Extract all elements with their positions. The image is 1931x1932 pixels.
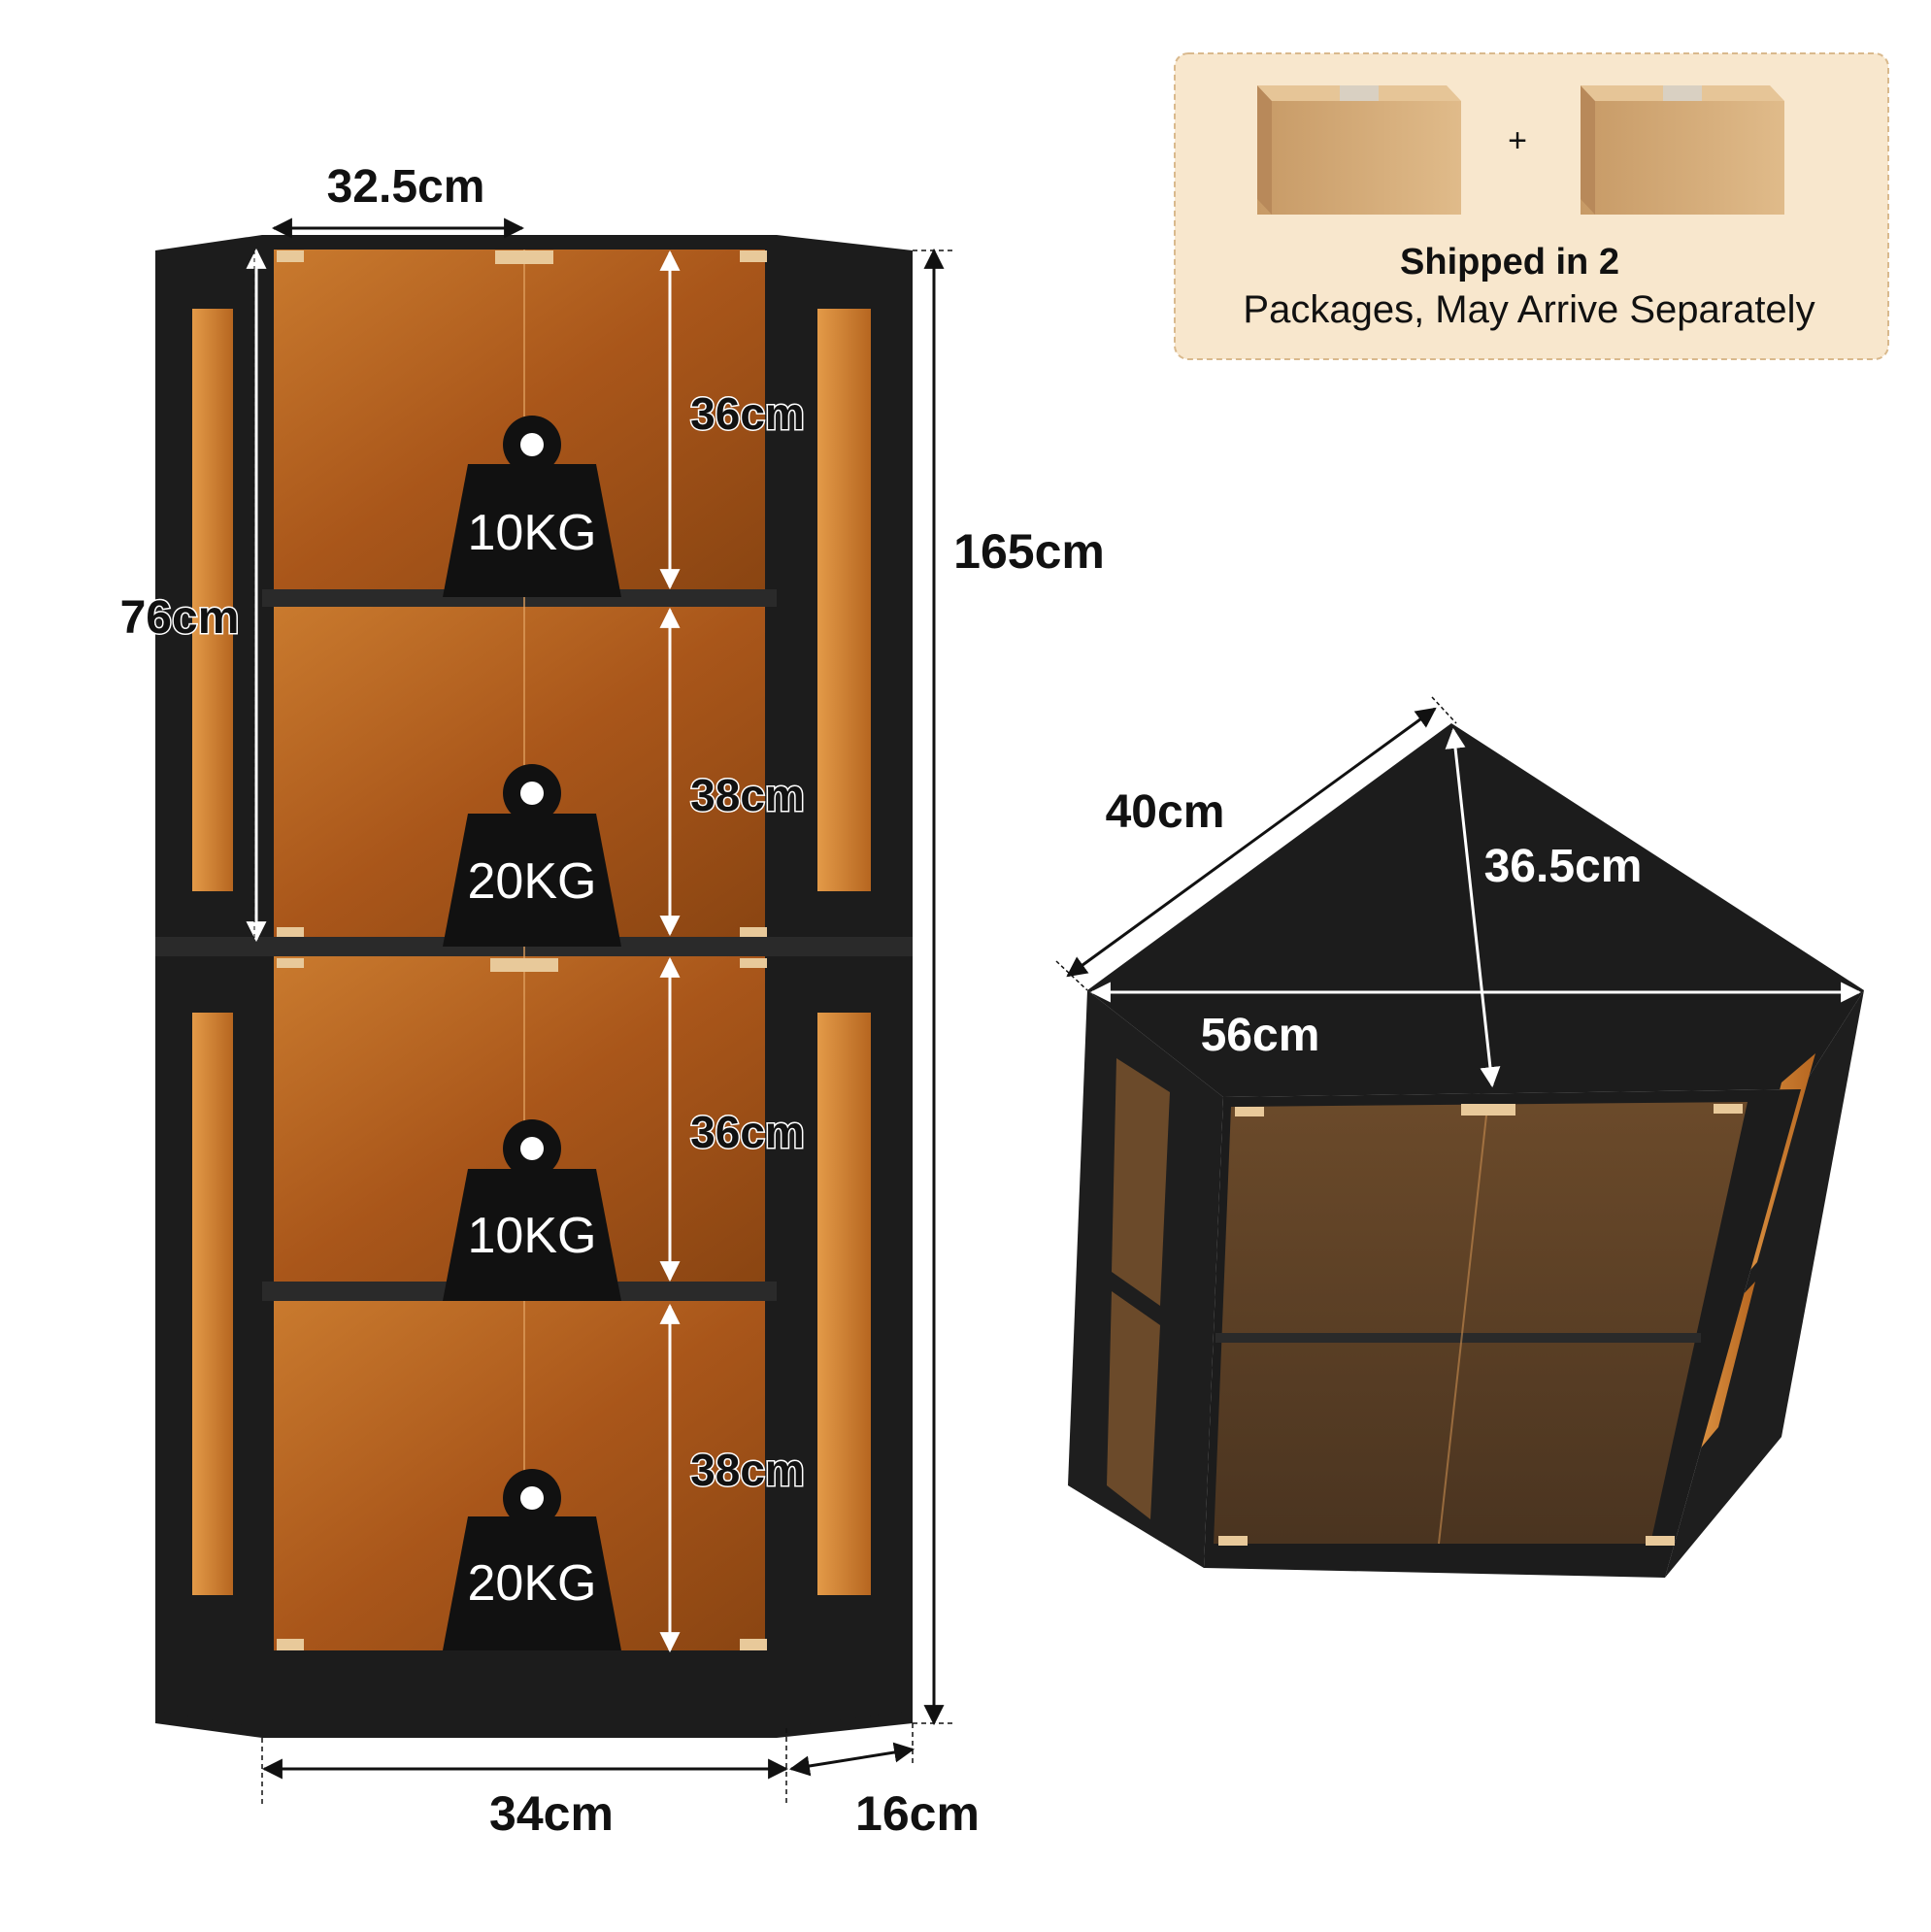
hinge (495, 250, 553, 264)
side-length-guide (1431, 696, 1457, 724)
hinge (277, 958, 304, 968)
right-glow-window (817, 309, 871, 891)
shelf-height-label: 36cm (690, 1107, 805, 1157)
top-view-left-window (1107, 1291, 1160, 1519)
side-length-label: 40cm (1106, 786, 1225, 838)
shelf-load-label: 20KG (468, 1555, 597, 1612)
depth-arrow (1445, 727, 1501, 1088)
depth-label: 36.5cm (1484, 841, 1643, 892)
hinge (740, 958, 767, 968)
hinge (1714, 1104, 1743, 1114)
total-height-label: 165cm (953, 524, 1105, 579)
hinge (1461, 1104, 1515, 1116)
shelf-load-label: 10KG (468, 1208, 597, 1264)
side-depth-label: 16cm (855, 1786, 980, 1841)
weight-icon (443, 764, 621, 947)
hinge (740, 250, 767, 262)
top-view-cabinet (1068, 723, 1864, 1578)
shelf-load-label: 20KG (468, 853, 597, 910)
left-glow-window (192, 309, 233, 891)
left-glow-window (192, 1013, 233, 1595)
shelf-height-label: 38cm (690, 770, 805, 820)
hinge (1218, 1536, 1248, 1546)
package-box-icon (1581, 85, 1784, 215)
side-length-guide (1055, 960, 1088, 991)
top-view-dimensions: 40cm 36.5cm 56cm (1055, 696, 1862, 1088)
side-depth-arrow (788, 1742, 916, 1777)
shelf-height-label: 38cm (690, 1445, 805, 1495)
weight-icon (443, 416, 621, 597)
shelf (262, 589, 777, 607)
hinge (740, 1639, 767, 1650)
front-dimensions: 32.5cm 76cm 165cm 34cm 16cm (118, 161, 1105, 1841)
upper-height-label: 76cm (120, 592, 240, 644)
shelf-height-label: 36cm (690, 388, 805, 439)
right-side-panel (777, 235, 913, 1738)
shelf-load-label: 10KG (468, 505, 597, 561)
top-view-left-window (1112, 1058, 1170, 1306)
base-width-label: 34cm (489, 1786, 614, 1841)
left-side-panel (155, 235, 262, 1738)
hinge (277, 927, 304, 937)
hinge (490, 958, 558, 972)
hinge (740, 927, 767, 937)
hinge (277, 250, 304, 262)
hinge (1646, 1536, 1675, 1546)
weight-icon (443, 1119, 621, 1301)
shipping-subtitle: Packages, May Arrive Separately (1243, 288, 1814, 331)
top-view-door-seam (1438, 1106, 1488, 1545)
package-box-icon (1257, 85, 1461, 215)
plus-sign: + (1508, 122, 1527, 159)
shelf-annotations: 36cm 10KG 38cm 20KG 36cm 10KG 38cm (443, 250, 806, 1653)
top-width-label: 32.5cm (327, 161, 485, 213)
hinge (1235, 1107, 1264, 1116)
top-view-glass-door (1214, 1102, 1748, 1544)
cabinet-base (155, 1650, 913, 1728)
side-length-arrow (1066, 707, 1437, 978)
hinge (277, 1639, 304, 1650)
right-glow-window (817, 1013, 871, 1595)
shipping-title: Shipped in 2 (1400, 242, 1619, 283)
weight-icon (443, 1469, 621, 1650)
shipping-panel: + Shipped in 2 Packages, May Arrive Sepa… (1174, 52, 1889, 360)
front-width-label: 56cm (1201, 1010, 1320, 1061)
